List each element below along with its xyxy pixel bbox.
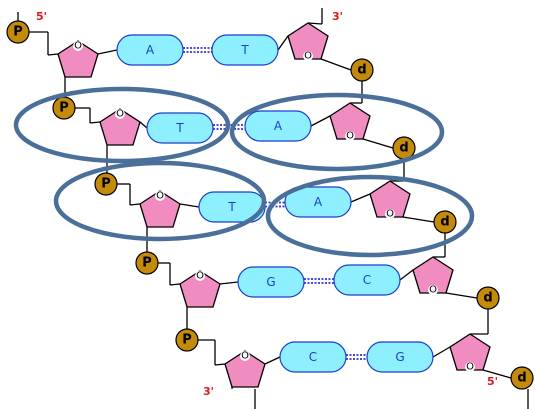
deoxy-2-label: d xyxy=(399,141,408,156)
right-ring-oxygen-1: O xyxy=(304,51,312,62)
three-prime-label-top-right: 3' xyxy=(332,10,343,23)
deoxy-3-label: d xyxy=(440,215,449,230)
right-glyco-bond-4 xyxy=(399,269,414,281)
right-strand-head xyxy=(307,22,323,25)
right-ring-oxygen-3: O xyxy=(386,209,394,220)
phosphate-1-label: P xyxy=(13,25,23,40)
left-sugar-3 xyxy=(139,190,181,228)
base-left-5-label: C xyxy=(309,350,317,364)
base-left-3-label: T xyxy=(227,200,236,214)
highlight-ellipse-3-right xyxy=(265,174,475,258)
deoxy-4-label: d xyxy=(483,291,492,306)
left-sugar-2 xyxy=(99,108,141,146)
left-ring-oxygen-1: O xyxy=(74,41,82,52)
left-glyco-bond-1 xyxy=(97,49,118,55)
left-sugar-link-1 xyxy=(47,53,59,56)
deoxy-5-label: d xyxy=(517,371,526,386)
deoxy-4 xyxy=(476,286,500,310)
phosphate-5-label: P xyxy=(182,333,192,348)
phosphate-2-label: P xyxy=(59,101,69,116)
left-sugar-link-5 xyxy=(214,363,226,366)
left-glyco-bond-2 xyxy=(139,121,148,129)
base-left-1 xyxy=(116,34,184,66)
phosphate-3 xyxy=(94,172,118,196)
base-right-2 xyxy=(244,110,312,142)
left-glyco-bond-5 xyxy=(264,356,281,365)
base-left-4 xyxy=(237,266,305,298)
highlight-ellipse-3-left xyxy=(53,160,267,242)
five-prime-label-top-left: 5' xyxy=(36,10,47,23)
base-left-4-label: G xyxy=(266,275,275,289)
left-sugar-link-3 xyxy=(129,203,141,206)
highlight-layer xyxy=(13,86,475,258)
left-ring-oxygen-5: O xyxy=(241,351,249,362)
base-right-4 xyxy=(333,264,401,296)
five-prime-label-bottom-right: 5' xyxy=(487,375,498,388)
base-right-1 xyxy=(211,34,279,66)
phosphate-4 xyxy=(135,251,159,275)
base-right-2-label: A xyxy=(274,119,283,133)
left-ring-oxygen-2: O xyxy=(116,109,124,120)
right-ring-oxygen-2: O xyxy=(346,131,354,142)
base-left-2-label: T xyxy=(175,121,184,135)
right-deoxy-link-4 xyxy=(445,292,478,299)
base-right-1-label: T xyxy=(240,43,249,57)
base-right-5-label: G xyxy=(395,350,404,364)
right-glyco-bond-3 xyxy=(350,193,371,203)
left-ring-oxygen-4: O xyxy=(196,271,204,282)
right-ring-oxygen-4: O xyxy=(429,285,437,296)
base-left-1-label: A xyxy=(146,43,155,57)
base-left-2 xyxy=(146,112,214,144)
deoxy-1 xyxy=(350,58,374,82)
base-right-5 xyxy=(366,341,434,373)
right-glyco-bond-1 xyxy=(277,35,289,51)
highlight-ellipse-2-left xyxy=(13,86,231,164)
right-glyco-bond-5 xyxy=(432,346,451,358)
left-glyco-bond-3 xyxy=(179,203,200,208)
left-sugar-link-4 xyxy=(169,283,181,286)
highlight-ellipse-2-right xyxy=(229,92,445,172)
right-deoxy-link-5 xyxy=(482,369,512,379)
phosphate-1 xyxy=(6,20,30,44)
base-right-3 xyxy=(284,186,352,218)
right-deoxy-link-2 xyxy=(362,138,394,149)
three-prime-label-bottom-left: 3' xyxy=(203,385,214,398)
phosphate-4-label: P xyxy=(142,256,152,271)
base-right-3-label: A xyxy=(314,195,323,209)
right-ring-oxygen-5: O xyxy=(466,362,474,373)
deoxy-5 xyxy=(510,366,534,390)
left-glyco-bond-4 xyxy=(219,281,239,285)
deoxy-3 xyxy=(433,210,457,234)
right-glyco-bond-2 xyxy=(310,115,331,127)
base-left-5 xyxy=(279,341,347,373)
phosphate-3-label: P xyxy=(101,177,111,192)
left-sugar-5 xyxy=(224,350,266,388)
right-deoxy-link-3 xyxy=(402,216,435,223)
left-sugar-link-2 xyxy=(89,121,101,124)
right-deoxy-link-1 xyxy=(320,58,352,71)
left-sugar-1 xyxy=(57,40,99,78)
left-ring-oxygen-3: O xyxy=(156,191,164,202)
deoxy-1-label: d xyxy=(357,63,366,78)
left-sugar-4 xyxy=(179,270,221,308)
base-right-4-label: C xyxy=(363,273,371,287)
phosphate-5 xyxy=(175,328,199,352)
label-layer: 5' 3' 3' 5' xyxy=(36,10,498,398)
